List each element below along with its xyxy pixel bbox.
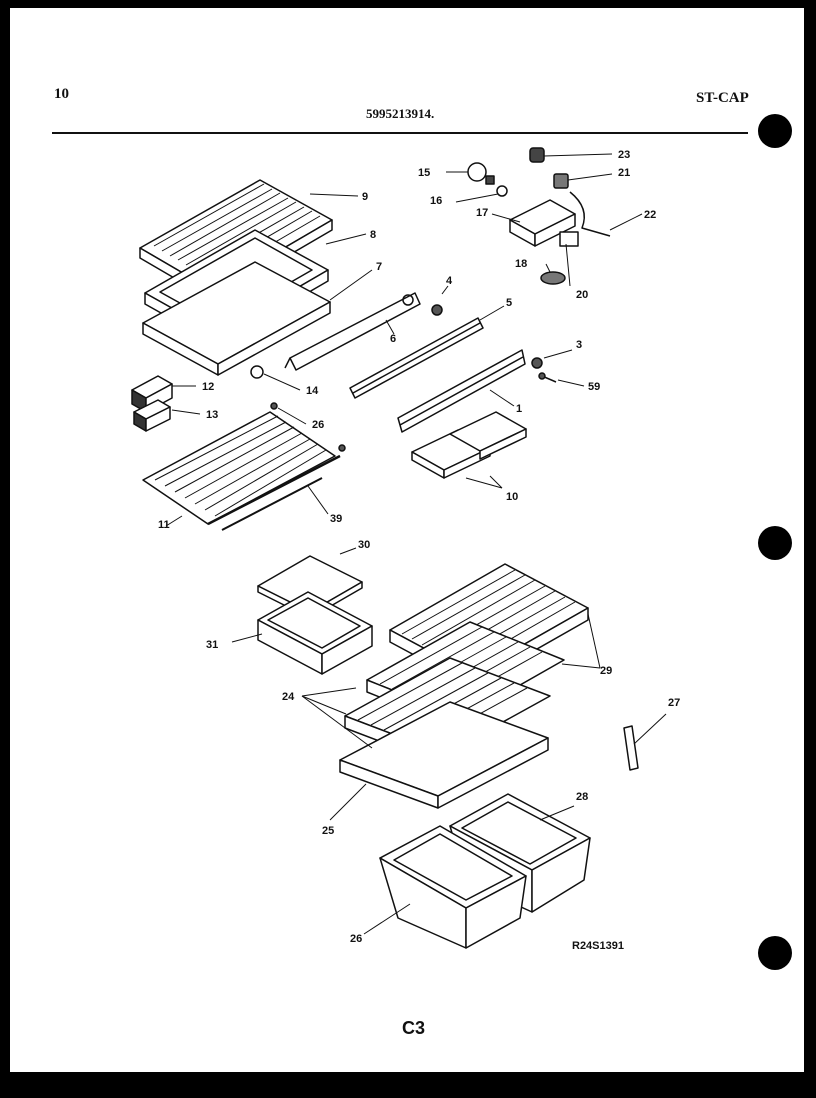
callout-label: 15 bbox=[418, 167, 430, 179]
figure-reference: R24S1391 bbox=[572, 940, 624, 952]
callout-label: 17 bbox=[476, 207, 488, 219]
callout-label: 10 bbox=[506, 491, 518, 503]
callout-label: 31 bbox=[206, 639, 218, 651]
callout-label: 9 bbox=[362, 191, 368, 203]
callout-label: 16 bbox=[430, 195, 442, 207]
clip-14 bbox=[250, 365, 264, 379]
callout-label: 30 bbox=[358, 539, 370, 551]
header-rule bbox=[52, 132, 748, 134]
callout-label: 4 bbox=[446, 275, 453, 287]
callout-label: 26 bbox=[350, 933, 362, 945]
callout-label: 3 bbox=[576, 339, 582, 351]
part-number: 5995213914. bbox=[366, 106, 435, 121]
callout-label: 1 bbox=[516, 403, 522, 415]
bracket-20 bbox=[559, 231, 579, 247]
wire-22 bbox=[569, 191, 611, 237]
callout-label: 18 bbox=[515, 258, 527, 270]
crisper-28 bbox=[379, 825, 527, 949]
callout-label: 23 bbox=[618, 149, 630, 161]
glass-shelf-7 bbox=[142, 261, 331, 376]
callout-label: 39 bbox=[330, 513, 342, 525]
binder-hole-top bbox=[758, 114, 792, 148]
callout-label: 7 bbox=[376, 261, 382, 273]
screw-59 bbox=[538, 372, 557, 383]
page-label: C3 bbox=[402, 1018, 426, 1038]
model-code: ST-CAP bbox=[696, 90, 749, 106]
callout-label: 11 bbox=[158, 519, 170, 531]
callout-label: 27 bbox=[668, 697, 680, 709]
crisper-cover-25 bbox=[339, 701, 549, 809]
switch-21 bbox=[553, 173, 569, 189]
binder-hole-bottom bbox=[758, 936, 792, 970]
rail-1 bbox=[397, 349, 526, 433]
callout-label: 20 bbox=[576, 289, 588, 301]
trim-27 bbox=[623, 725, 639, 771]
bracket-6 bbox=[284, 292, 421, 371]
binder-hole-middle bbox=[758, 526, 792, 560]
shelf-9 bbox=[139, 179, 333, 301]
light-housing-17 bbox=[509, 199, 576, 247]
callout-label: 8 bbox=[370, 229, 376, 241]
stop-26b bbox=[338, 444, 346, 452]
callout-label: 25 bbox=[322, 825, 334, 837]
callout-label: 24 bbox=[282, 691, 295, 703]
switch-23 bbox=[529, 147, 545, 163]
wire-shelf-11 bbox=[142, 411, 341, 531]
callout-label: 12 bbox=[202, 381, 214, 393]
bulb-15 bbox=[467, 162, 487, 182]
bracket-13 bbox=[133, 399, 171, 432]
fastener-4 bbox=[431, 304, 443, 316]
callout-label: 6 bbox=[390, 333, 396, 345]
fastener-3 bbox=[531, 357, 543, 369]
bins-10 bbox=[411, 411, 527, 479]
callout-label: 29 bbox=[600, 665, 612, 677]
pan-31 bbox=[257, 591, 373, 675]
callout-label: 28 bbox=[576, 791, 588, 803]
callout-label: 13 bbox=[206, 409, 218, 421]
callout-label: 26 bbox=[312, 419, 324, 431]
stop-26 bbox=[270, 402, 278, 410]
knob-18 bbox=[540, 271, 566, 285]
rail-5 bbox=[349, 317, 484, 399]
exploded-view-drawing: 9876543159121314261139102321221516171820… bbox=[131, 147, 680, 949]
page-number: 10 bbox=[54, 86, 69, 102]
callout-label: 22 bbox=[644, 209, 656, 221]
bulb-base-15 bbox=[485, 175, 495, 185]
socket-16 bbox=[496, 185, 508, 197]
callout-label: 14 bbox=[306, 385, 319, 397]
parts-diagram-page: 10 5995213914. ST-CAP bbox=[10, 8, 804, 1072]
callout-label: 21 bbox=[618, 167, 630, 179]
callout-label: 5 bbox=[506, 297, 512, 309]
callout-label: 59 bbox=[588, 381, 600, 393]
